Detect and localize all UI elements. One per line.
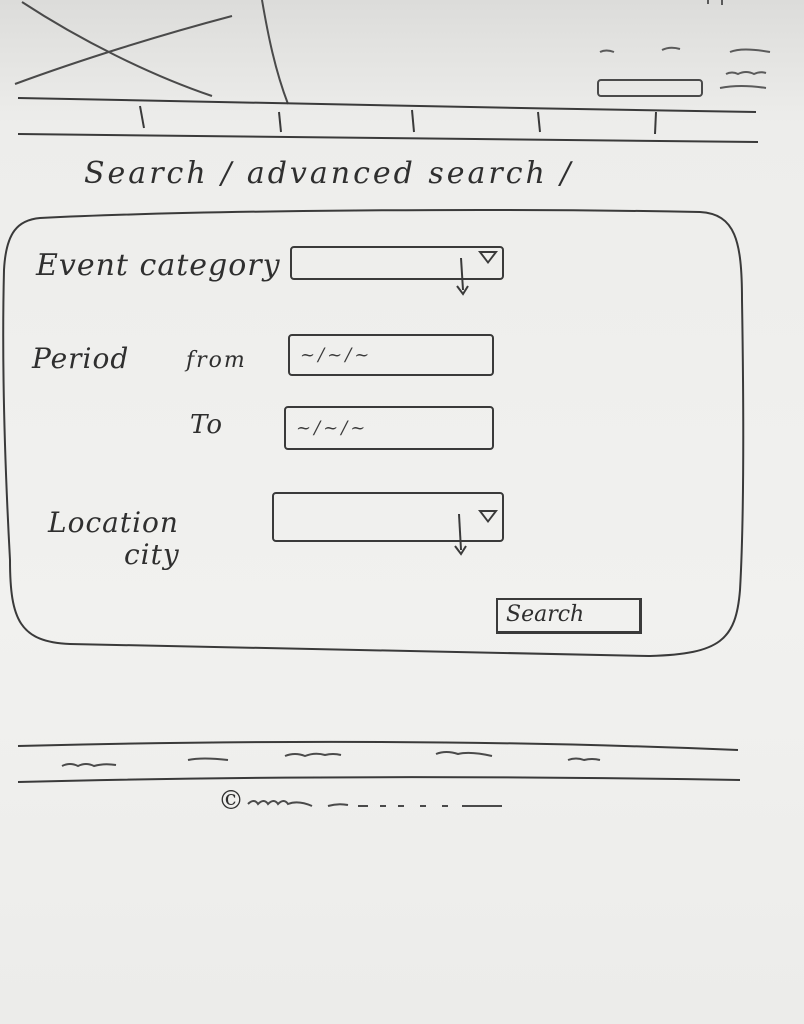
footer-link-scribbles [61, 751, 601, 768]
location-label: Location [48, 506, 179, 539]
period-from-date-input[interactable]: ~/~/~ [288, 334, 494, 376]
location-city-label: city [124, 538, 180, 571]
breadcrumb: Search / advanced search / [84, 156, 574, 191]
period-to-date-input[interactable]: ~/~/~ [284, 406, 494, 450]
footer-bar [17, 740, 741, 783]
nav-bar [17, 97, 759, 143]
search-button[interactable]: Search [496, 598, 642, 634]
period-from-date-value: ~/~/~ [300, 344, 373, 366]
logo-placeholder [14, 0, 289, 105]
location-city-select[interactable] [272, 492, 504, 542]
dropdown-pointer-marks [454, 257, 469, 556]
chevron-down-icon[interactable] [478, 251, 498, 264]
period-to-label: To [190, 410, 223, 440]
header-search-box-outline [597, 79, 703, 97]
copyright-scribble [247, 800, 502, 807]
copyright-symbol: © [218, 786, 245, 816]
period-from-label: from [186, 348, 247, 373]
chevron-down-icon[interactable] [478, 510, 498, 523]
period-to-date-value: ~/~/~ [296, 417, 369, 439]
header-scribbles [599, 0, 771, 89]
event-category-select[interactable] [290, 246, 504, 280]
form-panel-outline [2, 209, 745, 658]
period-label: Period [32, 342, 130, 375]
event-category-label: Event category [36, 248, 281, 283]
